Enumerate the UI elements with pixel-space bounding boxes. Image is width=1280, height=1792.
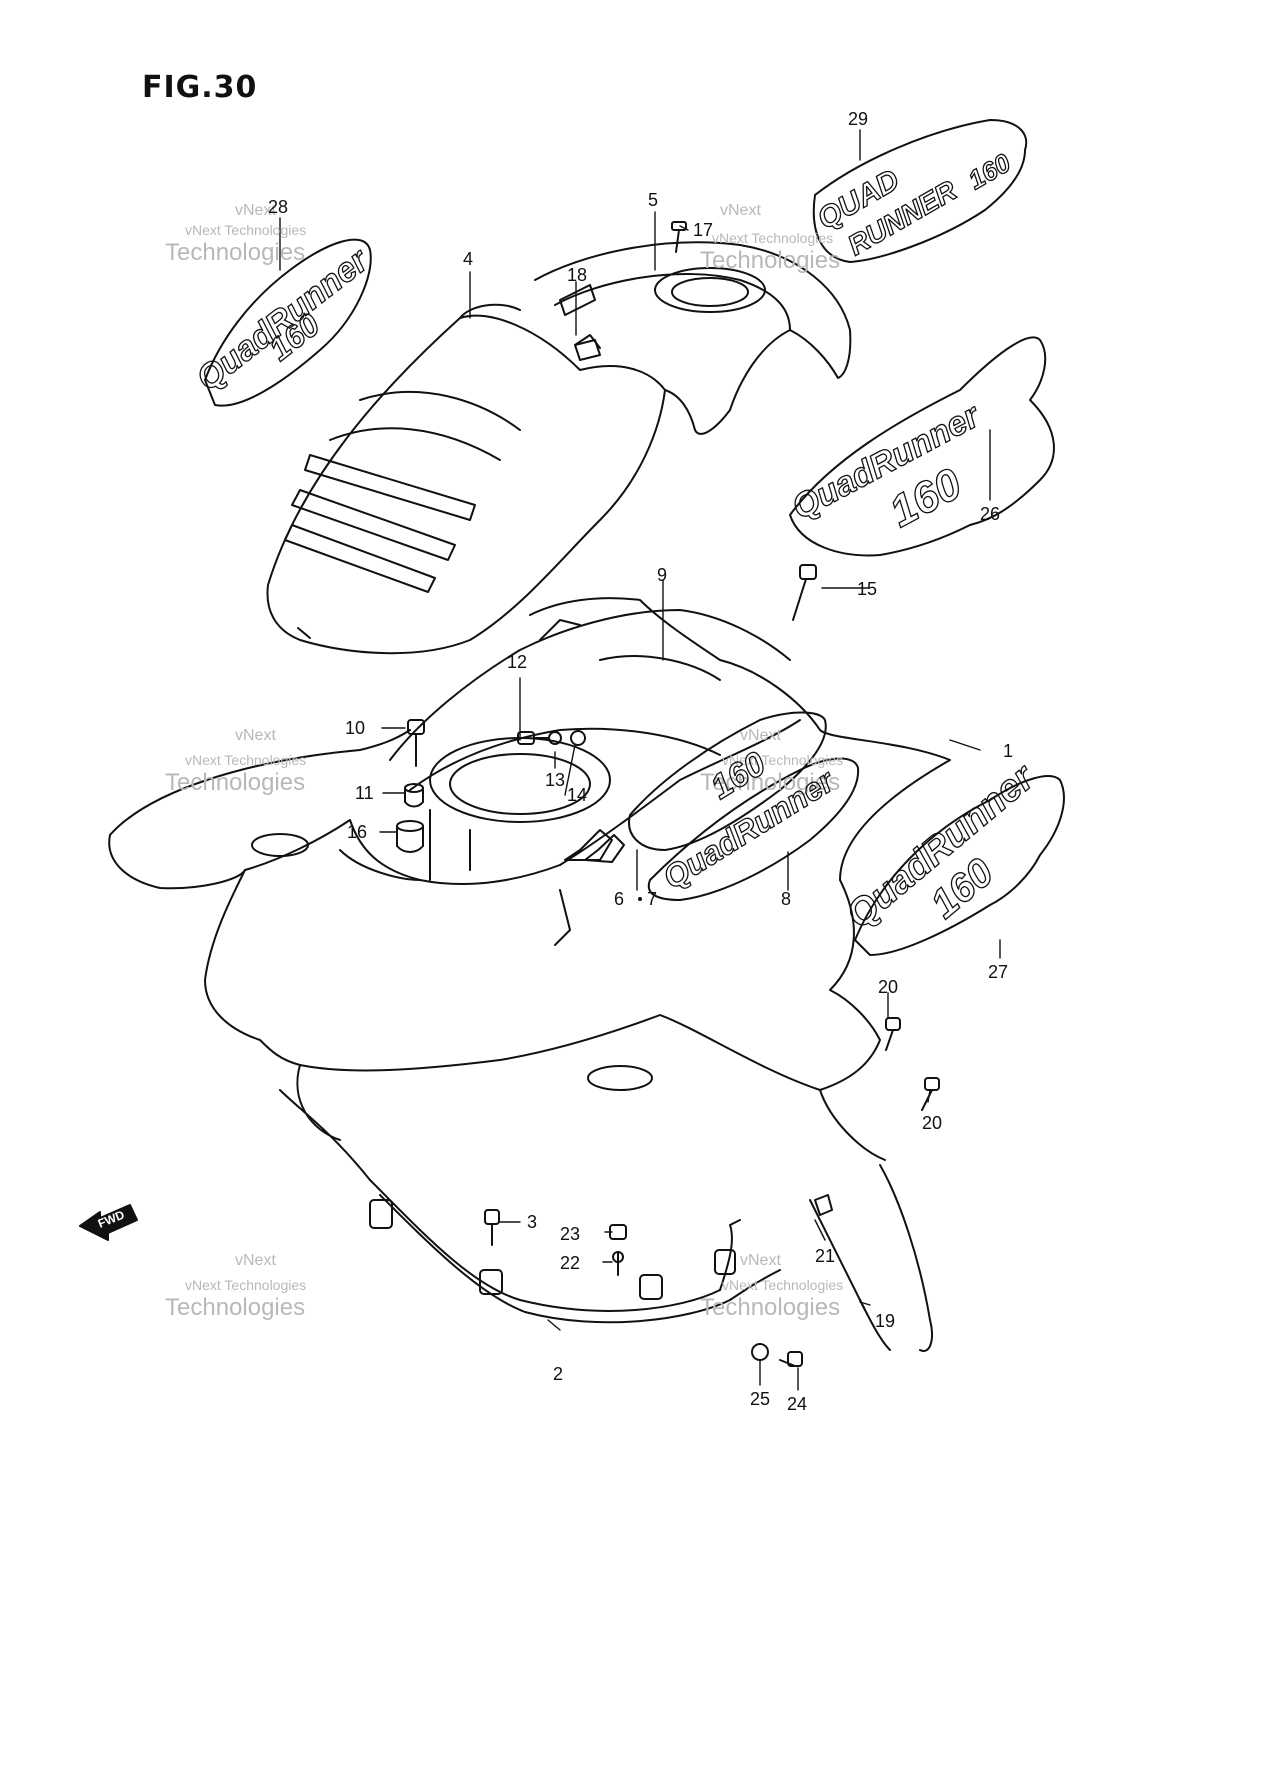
separator-dot	[638, 897, 642, 901]
hardware-fasteners	[396, 221, 940, 1367]
callout-label: 20	[922, 1113, 942, 1133]
callout-label: 5	[648, 190, 658, 210]
forward-direction-arrow	[79, 1204, 138, 1241]
callout-label: 20	[878, 977, 898, 997]
watermark-brand: vNext	[740, 727, 781, 744]
callout-label: 14	[567, 785, 587, 805]
callout-label: 4	[463, 249, 473, 269]
callout-label: 7	[647, 889, 657, 909]
decal-26-outline	[789, 336, 1055, 557]
callout-label: 28	[268, 197, 288, 217]
frame-bracket-part	[279, 1089, 933, 1352]
watermark-line: vNext Technologies	[712, 230, 833, 246]
callout-label: 29	[848, 109, 868, 129]
watermark-line: vNext Technologies	[185, 222, 306, 238]
callout-label: 3	[527, 1212, 537, 1232]
watermark-big: Technologies	[700, 769, 840, 796]
watermark-big: Technologies	[165, 1294, 305, 1321]
watermark-big: Technologies	[700, 1294, 840, 1321]
watermark-big: Technologies	[165, 239, 305, 266]
watermark-brand: vNext	[235, 727, 276, 744]
watermark-line: vNext Technologies	[185, 752, 306, 768]
watermark-brand: vNext	[235, 202, 276, 219]
watermark-line: vNext Technologies	[722, 752, 843, 768]
callout-label: 26	[980, 504, 1000, 524]
watermark-line: vNext Technologies	[185, 1277, 306, 1293]
watermark-brand: vNext	[720, 202, 761, 219]
decal-27-outline	[854, 775, 1065, 956]
callout-label: 2	[553, 1364, 563, 1384]
watermark-brand: vNext	[740, 1252, 781, 1269]
callout-label: 12	[507, 652, 527, 672]
callout-label: 11	[355, 783, 374, 803]
decal-29-outline	[812, 119, 1028, 263]
watermark-group: vNext vNext Technologies Technologies vN…	[165, 202, 843, 1321]
watermark-big: Technologies	[165, 769, 305, 796]
callout-label: 8	[781, 889, 791, 909]
callout-label: 19	[875, 1311, 895, 1331]
callout-label: 16	[347, 822, 367, 842]
callout-numbers: 1 2 3 4 5 6 7 8 9 10 11 12 13 14 15 16 1…	[268, 109, 1013, 1414]
watermark-line: vNext Technologies	[722, 1277, 843, 1293]
callout-label: 25	[750, 1389, 770, 1409]
figure-title: FIG.30	[142, 70, 258, 105]
callout-label: 10	[345, 718, 365, 738]
rear-fender-part	[108, 597, 951, 1161]
fender-decal-outline	[564, 711, 860, 901]
watermark-brand: vNext	[235, 1252, 276, 1269]
callout-label: 21	[815, 1246, 835, 1266]
callout-label: 18	[567, 265, 587, 285]
decal-28-outline	[204, 238, 372, 407]
watermark-big: Technologies	[700, 247, 840, 274]
leader-lines	[279, 129, 1001, 1391]
callout-label: 9	[657, 565, 667, 585]
callout-label: 17	[693, 220, 713, 240]
callout-label: 15	[857, 579, 877, 599]
callout-label: 1	[1003, 741, 1013, 761]
callout-label: 24	[787, 1394, 807, 1414]
front-cover-part	[266, 303, 666, 655]
callout-label: 23	[560, 1224, 580, 1244]
callout-label: 22	[560, 1253, 580, 1273]
callout-label: 27	[988, 962, 1008, 982]
callout-label: 6	[614, 889, 624, 909]
rear-upper-cover-part	[534, 241, 852, 435]
decal-lettering: QuadRunner 160 QUAD RUNNER 160 QuadRunne…	[189, 147, 1045, 938]
callout-label: 13	[545, 770, 565, 790]
